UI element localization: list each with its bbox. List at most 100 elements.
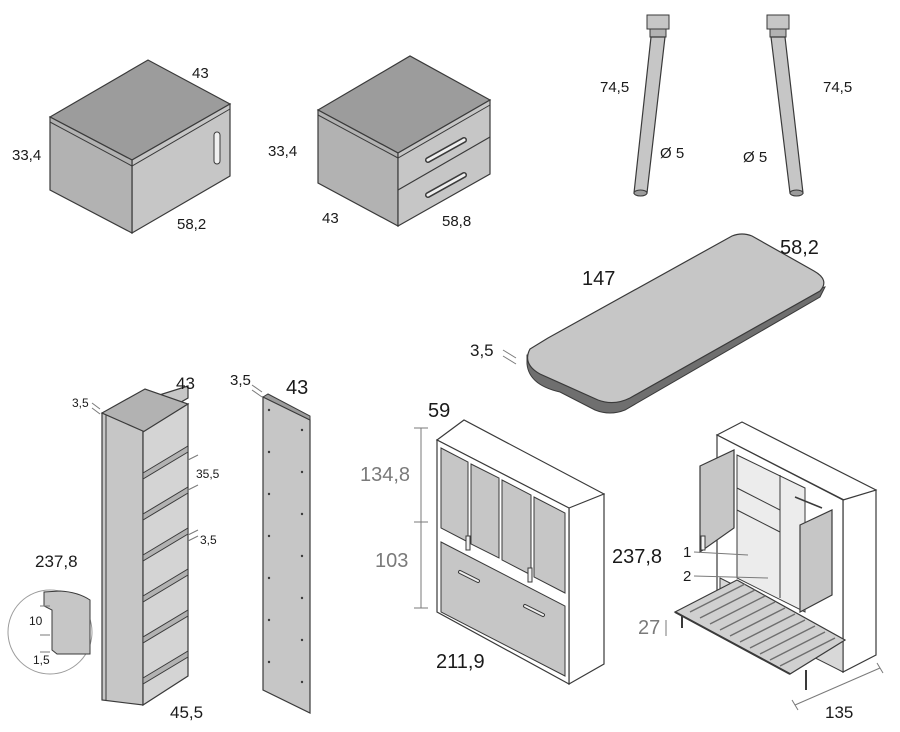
drawer-edge-line <box>317 104 491 159</box>
cabinet-height-label: 33,4 <box>12 147 41 164</box>
shelf-unit-thickness-label: 3,5 <box>72 396 89 410</box>
open-interior-shelf-2 <box>736 509 781 533</box>
side-panel-hole <box>267 576 271 580</box>
open-door-right <box>799 509 833 613</box>
cabinet-handle <box>213 131 221 165</box>
wardrobe-door-2 <box>470 463 500 559</box>
side-panel-holes <box>267 408 304 684</box>
side-panel: 3,5 43 <box>230 372 311 714</box>
open-callout-2-line <box>693 575 769 579</box>
open-door-left-handle <box>700 535 706 551</box>
side-panel-hole <box>300 512 304 516</box>
shelf-6 <box>142 650 189 685</box>
bed-slat <box>749 619 806 649</box>
wardrobe-side <box>568 493 605 686</box>
wardrobe-bed-handle-top-inner <box>459 571 479 582</box>
shelf-detail-magnifier: 10 1,5 <box>7 589 93 675</box>
shelf-unit: 3,5 43 35,5 3,5 237,8 45,5 10 1,5 <box>7 374 220 722</box>
desk-top: 147 58,2 3,5 <box>470 233 826 414</box>
wardrobe-door-4 <box>533 496 566 594</box>
side-panel-hole <box>267 450 271 454</box>
shelf-5 <box>142 609 189 644</box>
shelf-2 <box>142 486 189 521</box>
wardrobe-bed-panel <box>440 541 566 677</box>
open-bed-width-label: 135 <box>825 703 853 722</box>
leg-left-diameter-label: Ø 5 <box>660 145 684 162</box>
bed-slat <box>719 601 776 631</box>
desk-thickness-tick-2 <box>502 355 517 365</box>
leg-right-plate <box>766 14 790 30</box>
open-wardrobe-interior <box>736 454 806 613</box>
leg-right-height-label: 74,5 <box>823 79 852 96</box>
drawer-divider <box>397 136 491 191</box>
shelf-gap-tick-1 <box>187 454 199 461</box>
open-interior-shelf-1 <box>736 487 781 511</box>
drawer-depth-label: 43 <box>322 210 339 227</box>
shelf-thickness-tick-1 <box>91 402 101 410</box>
open-callout-2-label: 2 <box>683 568 691 585</box>
leg-left-height-label: 74,5 <box>600 79 629 96</box>
open-bed-slats <box>689 583 836 667</box>
cabinet-depth-label: 43 <box>192 65 209 82</box>
wardrobe-handle-right <box>527 567 533 583</box>
wardrobe-depth-label: 59 <box>428 400 450 422</box>
shelf-unit-width-label: 45,5 <box>170 703 203 722</box>
bed-slat <box>709 595 766 625</box>
wardrobe-height-label: 237,8 <box>612 546 662 568</box>
shelf-thick-tick-2 <box>187 535 199 542</box>
drawer-width-label: 58,8 <box>442 213 471 230</box>
shelf-unit-height-label: 237,8 <box>35 552 78 571</box>
leg-left-plate <box>646 14 670 30</box>
side-panel-depth-label: 43 <box>286 377 308 399</box>
side-panel-hole <box>267 408 271 412</box>
side-panel-hole <box>300 596 304 600</box>
open-callout-1-label: 1 <box>683 544 691 561</box>
bed-slat <box>769 631 826 661</box>
side-panel-hole <box>300 428 304 432</box>
detail-15-label: 1,5 <box>33 653 50 667</box>
leg-right-foot <box>789 189 804 197</box>
side-panel-thickness-label: 3,5 <box>230 372 251 389</box>
open-interior-rail <box>794 496 823 509</box>
leg-right-shaft <box>770 36 804 194</box>
leg-right-diameter-label: Ø 5 <box>743 149 767 166</box>
wardrobe-upper-height-label: 134,8 <box>360 464 410 486</box>
side-panel-hole <box>267 534 271 538</box>
detail-10-label: 10 <box>29 614 43 628</box>
side-panel-hole <box>300 680 304 684</box>
open-width-tick-1 <box>791 699 799 711</box>
side-panel-hole <box>300 470 304 474</box>
leg-left-collar <box>649 28 667 38</box>
drawer-unit: 33,4 43 58,8 <box>268 55 492 230</box>
open-callout-1-line <box>693 551 749 556</box>
wardrobe-width-label: 211,9 <box>436 651 485 673</box>
leg-left-foot <box>633 189 648 197</box>
wardrobe-handle-left <box>465 535 471 551</box>
drawer-handle-bottom-inner <box>426 173 466 197</box>
panel-thickness-tick-1 <box>251 384 263 393</box>
wardrobe-bed-closed: 59 134,8 103 237,8 211,9 <box>360 400 662 686</box>
shelf-gap-tick-2 <box>187 484 199 491</box>
open-width-dim-line <box>794 667 881 706</box>
bed-slat <box>739 613 796 643</box>
shelf-4 <box>142 568 189 603</box>
bed-slat <box>689 583 746 613</box>
shelf-1 <box>142 445 189 480</box>
shelf-unit-shelf-thickness-label: 3,5 <box>200 533 217 547</box>
shelf-unit-gap-label: 35,5 <box>196 467 220 481</box>
side-panel-hole <box>267 618 271 622</box>
open-width-tick-2 <box>876 662 884 674</box>
shelf-unit-shelves <box>142 445 189 685</box>
wardrobe-door-1 <box>440 447 469 543</box>
bed-slat <box>729 607 786 637</box>
shelf-unit-depth-label: 43 <box>176 374 195 393</box>
detail-profile <box>43 590 91 655</box>
shelf-thick-tick-1 <box>187 529 199 536</box>
cabinet-width-label: 58,2 <box>177 216 206 233</box>
side-panel-hole <box>300 554 304 558</box>
leg-right: 74,5 Ø 5 <box>743 14 852 197</box>
desk-thickness-tick-1 <box>502 349 517 359</box>
wardrobe-door-3 <box>501 479 532 576</box>
open-door-left <box>699 449 735 554</box>
